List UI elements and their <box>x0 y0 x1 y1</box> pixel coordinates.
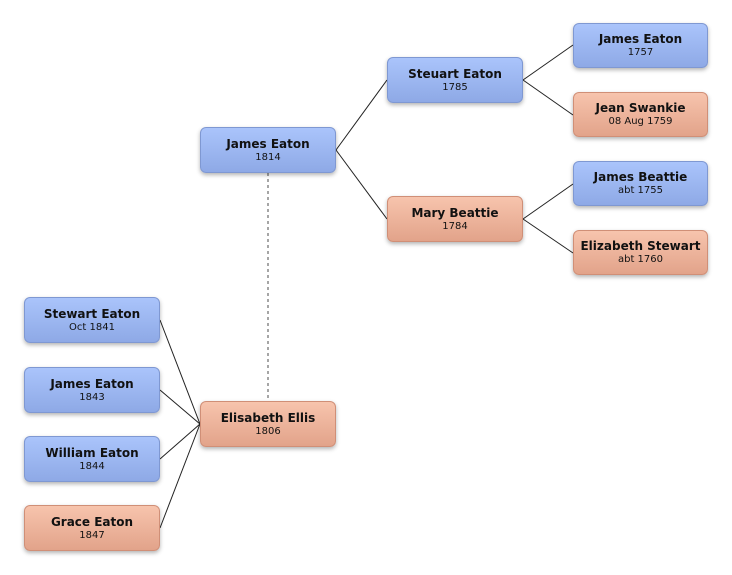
person-date: abt 1760 <box>617 254 664 265</box>
person-date: Oct 1841 <box>69 321 115 333</box>
person-name: Jean Swankie <box>595 101 686 115</box>
person-name: Mary Beattie <box>411 205 499 220</box>
child-link <box>159 423 201 460</box>
person-card-stewart-eaton[interactable]: Stewart Eaton Oct 1841 <box>24 297 160 343</box>
person-date: 08 Aug 1759 <box>608 116 673 127</box>
child-link <box>159 389 201 425</box>
parent-link <box>522 44 574 81</box>
parent-link <box>522 218 574 254</box>
person-card-james-beattie[interactable]: James Beattie abt 1755 <box>573 161 708 206</box>
person-card-steuart-eaton[interactable]: Steuart Eaton 1785 <box>387 57 523 103</box>
person-date: 1785 <box>442 81 468 93</box>
person-card-grace-eaton[interactable]: Grace Eaton 1847 <box>24 505 160 551</box>
person-card-jean-swankie[interactable]: Jean Swankie 08 Aug 1759 <box>573 92 708 137</box>
parent-link <box>522 183 574 220</box>
person-name: Elisabeth Ellis <box>220 410 316 425</box>
person-card-james-eaton-1757[interactable]: James Eaton 1757 <box>573 23 708 68</box>
person-date: 1757 <box>627 47 654 58</box>
person-card-james-eaton-1814[interactable]: James Eaton 1814 <box>200 127 336 173</box>
parent-link <box>522 79 574 116</box>
parent-link <box>335 149 388 220</box>
person-card-james-eaton-1843[interactable]: James Eaton 1843 <box>24 367 160 413</box>
person-card-elizabeth-stewart[interactable]: Elizabeth Stewart abt 1760 <box>573 230 708 275</box>
person-date: 1843 <box>79 391 105 403</box>
person-date: 1814 <box>255 151 281 163</box>
person-name: Stewart Eaton <box>43 306 141 321</box>
person-date: abt 1755 <box>617 185 664 196</box>
person-name: James Eaton <box>50 376 134 391</box>
child-link <box>159 423 201 529</box>
person-date: 1784 <box>442 220 468 232</box>
person-date: 1806 <box>255 425 281 437</box>
child-link <box>159 319 201 425</box>
person-name: James Beattie <box>593 170 688 184</box>
person-date: 1844 <box>79 460 105 472</box>
person-card-william-eaton[interactable]: William Eaton 1844 <box>24 436 160 482</box>
person-name: Elizabeth Stewart <box>580 239 701 253</box>
person-name: James Eaton <box>598 32 683 46</box>
person-card-mary-beattie[interactable]: Mary Beattie 1784 <box>387 196 523 242</box>
person-name: James Eaton <box>226 136 310 151</box>
person-name: William Eaton <box>45 445 139 460</box>
person-date: 1847 <box>79 529 105 541</box>
person-name: Grace Eaton <box>50 514 134 529</box>
parent-link <box>335 79 388 151</box>
person-name: Steuart Eaton <box>408 66 502 81</box>
person-card-elisabeth-ellis[interactable]: Elisabeth Ellis 1806 <box>200 401 336 447</box>
